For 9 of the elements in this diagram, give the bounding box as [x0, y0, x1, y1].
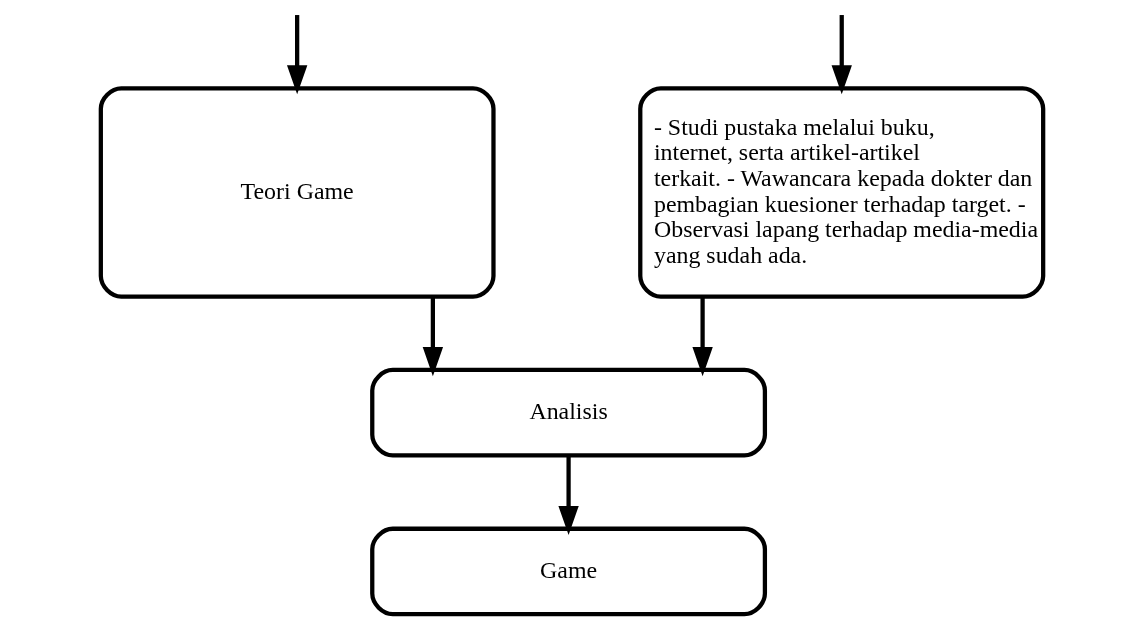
node-box: Analisis — [369, 367, 767, 458]
arrow — [286, 15, 307, 95]
node-box: Game — [369, 526, 767, 617]
node-box: Teori Game — [98, 86, 496, 299]
node-box: - Studi pustaka melalui buku, internet, serta artikel-artikel terkait. - Wawancara kepada dokter dan pembagian kuesioner terhadap target. - Observasi lapang terhadap media-media yang sudah ada. — [637, 86, 1045, 299]
arrow — [422, 296, 443, 377]
arrow — [691, 296, 713, 377]
arrow — [557, 456, 579, 536]
arrow — [831, 15, 852, 95]
